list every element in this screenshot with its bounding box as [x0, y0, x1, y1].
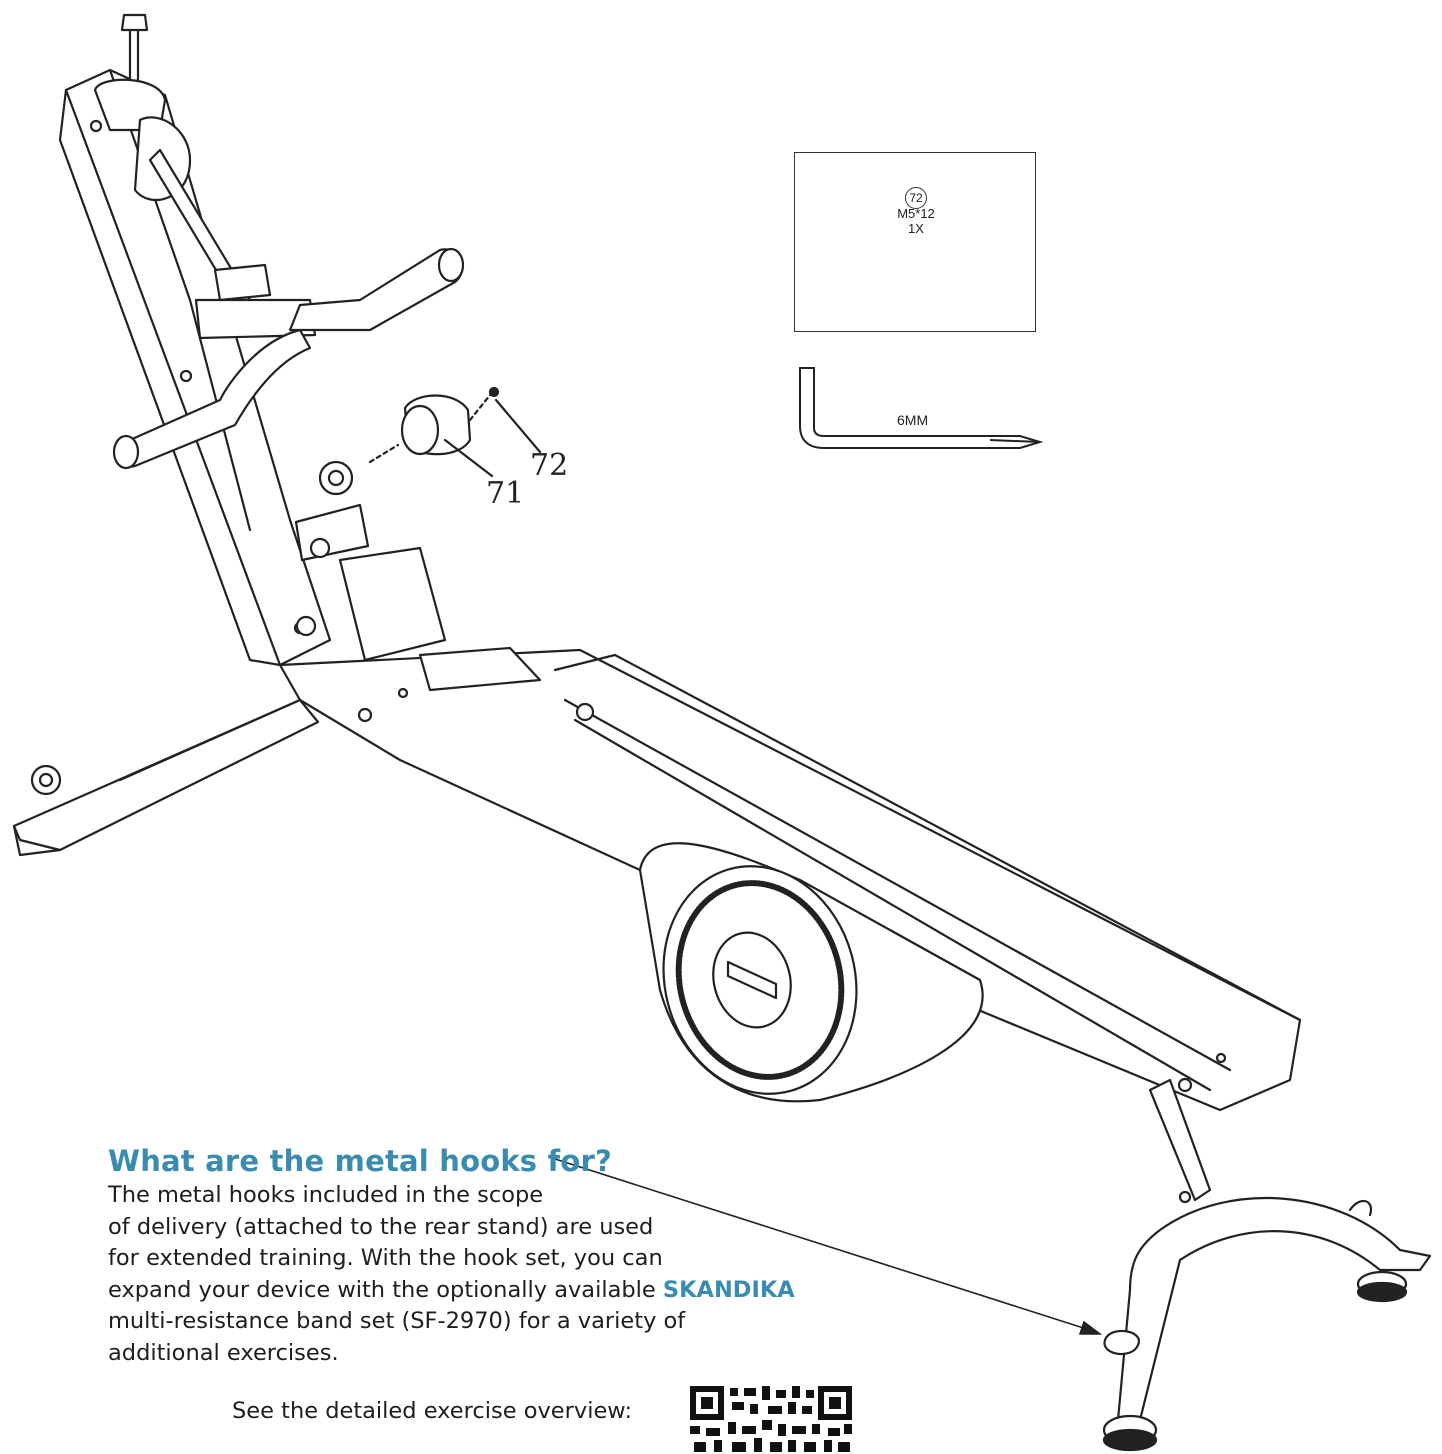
- callout-arrow: [551, 1157, 1103, 1335]
- leader-72: [494, 398, 542, 454]
- info-line-1: The metal hooks included in the scope: [108, 1182, 544, 1208]
- hardware-box: 72 M5*12 1X: [794, 152, 1036, 332]
- part-label-71: 71: [486, 476, 525, 511]
- info-line-6: additional exercises.: [108, 1339, 339, 1366]
- info-line-5: multi-resistance band set (SF-2970) for …: [108, 1308, 686, 1334]
- qr-code-icon[interactable]: [688, 1384, 854, 1454]
- handlebars: [112, 247, 465, 470]
- qr-prompt: See the detailed exercise overview:: [232, 1398, 633, 1424]
- hardware-size: M5*12: [897, 206, 935, 221]
- hooks-info-block: What are the metal hooks for? The metal …: [108, 1144, 868, 1369]
- upright-column: [58, 68, 332, 667]
- handle-assembly: [93, 13, 317, 340]
- info-line-4-text: expand your device with the optionally a…: [108, 1276, 663, 1303]
- allen-key-icon: [799, 367, 1044, 449]
- info-line-4: expand your device with the optionally a…: [108, 1275, 868, 1307]
- bumper-71: [368, 393, 492, 464]
- part-label-72: 72: [530, 448, 569, 483]
- allen-key-size: 6MM: [897, 412, 929, 428]
- hardware-quantity: 1X: [908, 221, 924, 236]
- front-stabilizer: [12, 698, 320, 857]
- leader-71: [443, 438, 494, 478]
- info-line-2: of delivery (attached to the rear stand)…: [108, 1213, 654, 1240]
- screw-72: [488, 386, 500, 398]
- rear-stabilizer: [1102, 1078, 1432, 1452]
- hooks-heading: What are the metal hooks for?: [108, 1144, 613, 1178]
- flywheel-housing: [638, 842, 984, 1103]
- brand-name: SKANDIKA: [662, 1276, 795, 1303]
- metal-hook: [1103, 1329, 1140, 1356]
- seat-stop-block: [294, 460, 447, 662]
- info-line-3: for extended training. With the hook set…: [108, 1245, 663, 1271]
- hardware-part-number: 72: [795, 187, 1037, 209]
